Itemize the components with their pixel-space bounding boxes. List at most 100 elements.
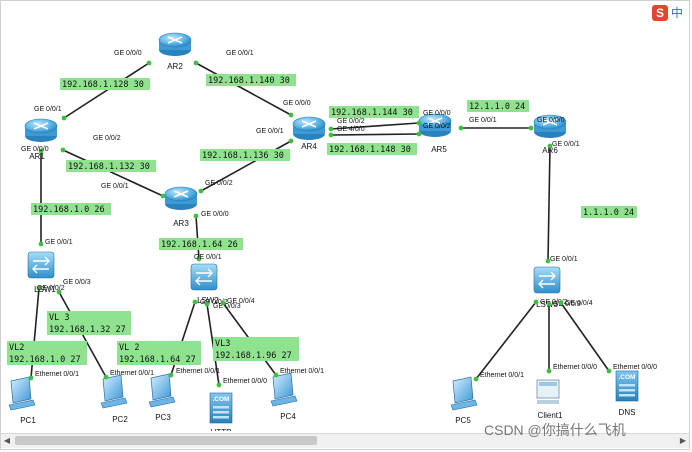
device-http[interactable]: .COMHTTP xyxy=(209,392,233,431)
port-dot xyxy=(38,241,44,247)
ime-indicator[interactable]: S 中 xyxy=(652,4,692,22)
pc-icon xyxy=(450,376,478,411)
network-label-bg xyxy=(47,311,131,335)
port-dot xyxy=(606,368,612,374)
port-label: Ethernet 0/0/1 xyxy=(176,368,220,375)
network-label: 12.1.1.0 24 xyxy=(469,102,525,112)
network-label-bg xyxy=(159,238,243,250)
client-icon xyxy=(536,379,560,404)
switch-icon xyxy=(27,251,55,279)
port-dot xyxy=(38,148,44,154)
network-label: 192.168.1.64 26 xyxy=(161,240,238,250)
port-label: GE 0/0/1 xyxy=(194,254,222,261)
port-label: GE 0/0/3 xyxy=(213,303,241,310)
device-ar3[interactable]: AR3 xyxy=(164,186,198,228)
network-label: 192.168.1.128 30 xyxy=(62,80,144,90)
port-label: GE 0/0/4 xyxy=(227,298,255,305)
network-label-bg xyxy=(327,143,417,155)
link-ar1-ar3[interactable] xyxy=(62,149,164,197)
network-label-bg xyxy=(581,206,637,218)
device-pc1[interactable]: PC1 xyxy=(8,376,36,425)
port-label: GE 0/0/2 xyxy=(37,285,65,292)
port-label: GE 0/0/0 xyxy=(21,146,49,153)
link-ar3-lsw2[interactable] xyxy=(195,215,200,260)
sogou-ime-icon: S xyxy=(652,5,668,21)
port-label: GE 0/0/0 xyxy=(283,100,311,107)
port-label: GE 0/0/2 xyxy=(205,180,233,187)
network-label-bg xyxy=(200,149,290,161)
port-label: GE 0/0/3 xyxy=(553,301,581,308)
device-label: PC3 xyxy=(155,413,171,422)
pc-icon xyxy=(8,376,36,411)
port-dot xyxy=(328,126,334,132)
port-dot xyxy=(546,301,552,307)
network-label: VL3 xyxy=(215,339,230,349)
port-dot xyxy=(416,131,422,137)
network-label-bg xyxy=(117,341,201,365)
scrollbar-thumb[interactable] xyxy=(15,436,317,445)
device-ar1[interactable]: AR1 xyxy=(24,118,58,161)
network-label: VL 2 xyxy=(119,343,139,353)
network-label-bg xyxy=(206,74,296,86)
port-dot xyxy=(196,256,202,262)
port-label: GE 0/0/2 xyxy=(423,123,451,130)
link-lsw3-pc5[interactable] xyxy=(475,301,537,380)
device-ar4[interactable]: AR4 xyxy=(292,116,326,151)
device-label: AR5 xyxy=(431,145,447,154)
link-ar2-ar4[interactable] xyxy=(195,62,292,116)
router-icon xyxy=(24,118,58,142)
router-icon xyxy=(533,114,567,138)
device-ar2[interactable]: AR2 xyxy=(158,32,192,71)
network-label-bg xyxy=(31,203,111,215)
network-label-bg xyxy=(467,100,529,112)
port-dot xyxy=(146,60,152,66)
device-ar6[interactable]: AR6 xyxy=(533,114,567,155)
network-label: 192.168.1.0 26 xyxy=(33,205,105,215)
device-label: LSW2 xyxy=(197,296,219,305)
device-label: AR1 xyxy=(29,152,45,161)
network-label: 192.168.1.32 27 xyxy=(49,325,126,335)
port-label: GE 0/0/1 xyxy=(226,50,254,57)
port-label: GE 0/0/1 xyxy=(45,239,73,246)
port-label: GE 0/0/2 xyxy=(93,135,121,142)
network-label-bg xyxy=(60,78,150,90)
scroll-left-arrow-icon[interactable]: ◀ xyxy=(3,436,11,445)
router-icon xyxy=(158,32,192,56)
link-ar6-lsw3[interactable] xyxy=(547,145,551,262)
port-dot xyxy=(458,125,464,131)
device-pc5[interactable]: PC5 xyxy=(450,376,478,425)
port-label: GE 0/0/2 xyxy=(200,299,228,306)
port-label: GE 0/0/1 xyxy=(550,256,578,263)
port-dot xyxy=(60,147,66,153)
port-dot xyxy=(528,125,534,131)
device-pc3[interactable]: PC3 xyxy=(148,373,176,422)
device-pc2[interactable]: PC2 xyxy=(100,374,128,424)
port-label: GE 0/0/1 xyxy=(34,106,62,113)
device-ar5[interactable]: AR5 xyxy=(418,113,452,154)
port-dot xyxy=(28,375,34,381)
link-ar2-ar1[interactable] xyxy=(63,62,150,119)
port-dot xyxy=(545,258,551,264)
network-label: 192.168.1.148 30 xyxy=(329,145,411,155)
port-label: Ethernet 0/0/0 xyxy=(613,364,657,371)
link-lsw3-dns[interactable] xyxy=(560,302,610,372)
device-client1[interactable]: Client1 xyxy=(536,379,563,420)
horizontal-scrollbar[interactable]: ◀ ▶ xyxy=(1,433,689,448)
device-pc4[interactable]: PC4 xyxy=(270,372,298,421)
port-dot xyxy=(547,143,553,149)
device-lsw1[interactable]: LSW1 xyxy=(27,251,56,294)
device-label: AR3 xyxy=(173,219,189,228)
port-dot xyxy=(56,289,62,295)
router-icon xyxy=(164,186,198,210)
link-ar4-ar5[interactable] xyxy=(330,133,420,136)
port-label: GE 0/0/1 xyxy=(552,141,580,148)
svg-text:.COM: .COM xyxy=(213,396,230,403)
port-label: GE 0/0/0 xyxy=(201,211,229,218)
scroll-right-arrow-icon[interactable]: ▶ xyxy=(679,436,687,445)
switch-icon xyxy=(190,263,218,291)
device-lsw2[interactable]: LSW2 xyxy=(190,263,219,305)
port-dot xyxy=(193,213,199,219)
link-ar4-ar5[interactable] xyxy=(330,122,420,130)
